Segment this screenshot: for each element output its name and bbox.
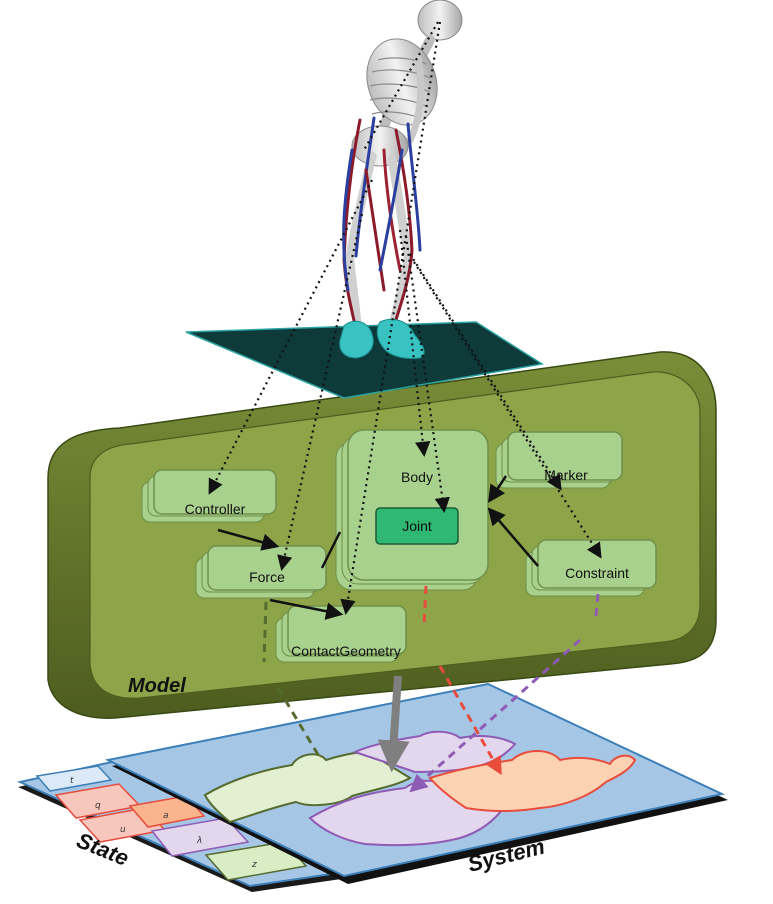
marker-to-body-arrow — [488, 475, 508, 503]
svg-text:t: t — [70, 776, 74, 786]
marker-component: Marker — [495, 431, 623, 489]
state-slot-t: t — [35, 765, 113, 792]
svg-text:q: q — [95, 801, 101, 811]
body-to-puzzle-arrow — [438, 665, 502, 776]
body-label: Body — [401, 469, 433, 485]
constraint-component: Constraint — [525, 539, 657, 597]
controller-to-force-arrow — [217, 528, 280, 551]
skeleton-to-marker-arrow — [409, 253, 562, 491]
body-state-dash — [422, 585, 428, 627]
skeleton-to-joint-arrow — [404, 235, 450, 514]
svg-text:a: a — [163, 811, 169, 821]
state-slot-z: z — [204, 841, 308, 881]
puzzle-piece-green — [203, 750, 412, 824]
skeleton-to-controller-arrow — [208, 179, 373, 495]
skeleton-to-constraint-arrow — [413, 261, 602, 559]
skeleton-to-body-arrow — [398, 229, 431, 458]
svg-text:u: u — [120, 825, 126, 835]
skeleton-figure — [339, 0, 463, 359]
state-panel: t q u a λ z State — [16, 760, 349, 892]
constraint-state-dash — [594, 593, 600, 617]
constraint-to-puzzle-arrow — [409, 638, 581, 793]
puzzle-piece-orange — [428, 750, 637, 812]
model-to-system-arrow — [377, 675, 410, 773]
controller-label: Controller — [185, 501, 246, 517]
contact-geometry-component: ContactGeometry — [275, 605, 407, 663]
joint-component: Joint — [375, 507, 459, 545]
force-to-body-line — [320, 531, 342, 569]
head-to-spine-dots — [363, 21, 439, 151]
component-connections — [217, 475, 539, 620]
state-slot-lambda: λ — [150, 817, 250, 857]
force-to-contactgeometry-arrow — [269, 598, 344, 620]
skeleton-to-force-arrow — [277, 213, 364, 572]
contact-geometry-label: ContactGeometry — [291, 643, 401, 659]
skeleton-mapping-arrows — [208, 21, 602, 616]
constraint-label: Constraint — [565, 565, 629, 581]
joint-label: Joint — [402, 518, 432, 534]
svg-text:λ: λ — [196, 836, 202, 846]
svg-text:z: z — [251, 860, 257, 870]
force-component: Force — [195, 545, 327, 599]
force-state-dash — [262, 601, 268, 663]
body-component: Body Joint — [335, 429, 489, 591]
force-label: Force — [249, 569, 285, 585]
model-label: Model — [128, 675, 186, 697]
model-to-system-mapping — [262, 585, 600, 793]
marker-label: Marker — [544, 467, 588, 483]
controller-component: Controller — [141, 469, 277, 523]
constraint-to-body-arrow — [487, 507, 539, 567]
state-slot-a: a — [128, 795, 206, 828]
